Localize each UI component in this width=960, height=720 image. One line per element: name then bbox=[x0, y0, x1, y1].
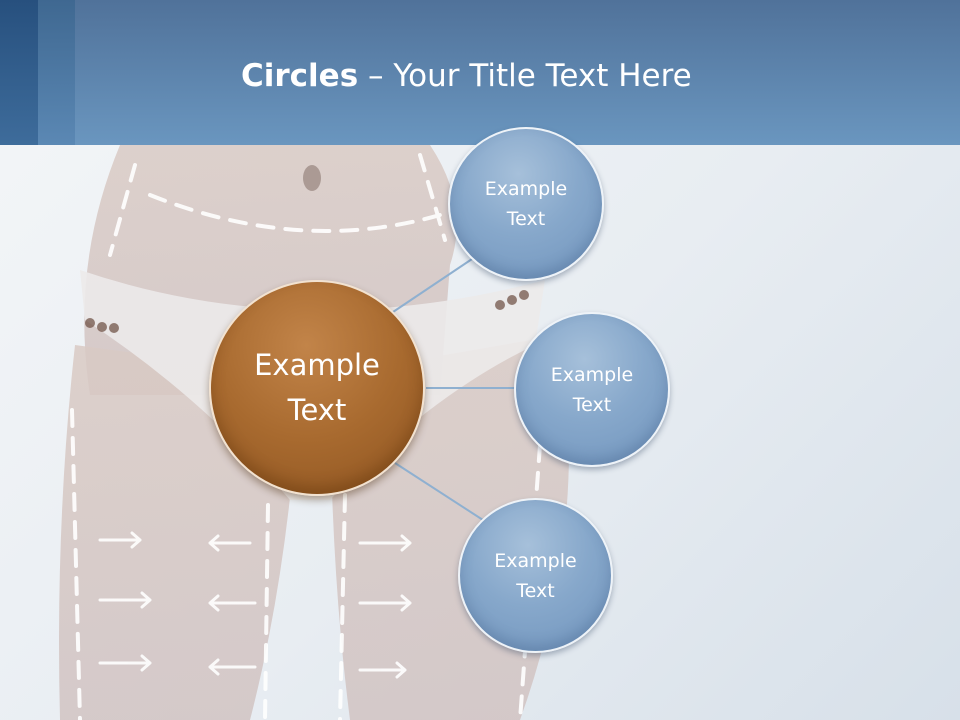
slide-title-rest: – Your Title Text Here bbox=[358, 58, 692, 94]
header-accent-stripe-secondary bbox=[38, 0, 75, 145]
satellite-circle-bottom-line1: Example bbox=[494, 549, 577, 572]
connector-line-top bbox=[392, 254, 479, 313]
satellite-circle-middle-line2: Text bbox=[572, 393, 612, 416]
slide-title-bold: Circles bbox=[241, 58, 359, 94]
satellite-circle-middle[interactable]: Example Text bbox=[514, 312, 670, 467]
header-accent-stripe bbox=[0, 0, 38, 145]
satellite-circle-bottom[interactable]: Example Text bbox=[458, 498, 613, 653]
satellite-circle-top[interactable]: Example Text bbox=[448, 127, 604, 281]
connector-line-bottom bbox=[394, 462, 484, 521]
satellite-circle-top-line1: Example bbox=[484, 178, 568, 200]
center-circle-line2: Text bbox=[287, 393, 347, 427]
header-band: Circles – Your Title Text Here bbox=[0, 0, 960, 145]
satellite-circle-bottom-line2: Text bbox=[516, 579, 555, 602]
center-circle[interactable]: Example Text bbox=[209, 280, 425, 496]
slide-title: Circles – Your Title Text Here bbox=[241, 54, 692, 98]
center-circle-line1: Example bbox=[254, 348, 380, 382]
satellite-circle-middle-line1: Example bbox=[550, 363, 634, 386]
satellite-circle-top-line2: Text bbox=[506, 208, 546, 230]
